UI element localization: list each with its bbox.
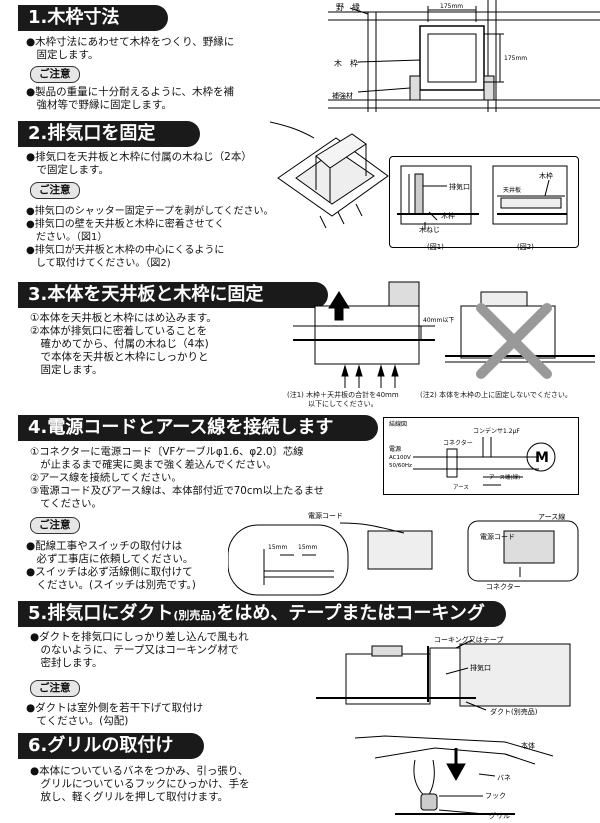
s2-label-mokuwaku: 木枠 bbox=[441, 211, 455, 220]
s3-dim-40mm: 40mm以下 bbox=[423, 317, 454, 324]
section-4-title: 4.電源コードとアース線を接続します bbox=[28, 417, 334, 438]
s4-dim-15mm-b: 15mm bbox=[298, 544, 317, 551]
section-1-header: 1.木枠寸法 bbox=[18, 5, 168, 31]
s5-duct-diagram: コーキング又はテープ 排気口 ダクト(別売品) bbox=[316, 635, 571, 716]
s2-caption-fig1: (図1) bbox=[427, 243, 444, 251]
s4-label-earth: アース bbox=[453, 484, 469, 491]
s5-label-haikiko: 排気口 bbox=[470, 663, 491, 672]
s4-bullet-1: ①コネクターに電源コード〔VFケーブルφ1.6、φ2.0〕芯線 が止まるまで確実… bbox=[30, 446, 325, 510]
s2-detail-box bbox=[389, 156, 579, 248]
section-5-header: 5.排気口にダクト(別売品)をはめ、テープまたはコーキング bbox=[18, 601, 506, 627]
s2-bullet-2: ●排気口のシャッター固定テープを剥がしてください。 ●排気口の壁を天井板と木枠に… bbox=[26, 206, 274, 269]
s1-dim-vertical: 175mm bbox=[504, 55, 527, 62]
s4-label-power: 電源 bbox=[389, 445, 401, 453]
s2-caption-fig2: (図2) bbox=[517, 243, 534, 251]
s4-label-hz: 50/60Hz bbox=[389, 463, 412, 469]
s2-label-mokuneji: 木ねじ bbox=[419, 225, 440, 234]
s2-label-haikiko: 排気口 bbox=[449, 182, 470, 191]
s5-bullet-2: ●ダクトは室外側を若干下げて取付け てください。(勾配) bbox=[26, 702, 204, 727]
s6-bullet-1: ●本体についているバネをつかみ、引っ張り、 グリルについているフックにひっかけ、… bbox=[30, 765, 250, 803]
s2-label-mokuwaku-2: 木枠 bbox=[539, 171, 553, 180]
s2-vent-install-diagram bbox=[270, 121, 389, 229]
s3-note-2: (注2) 本体を木枠の上に固定しないでください。 bbox=[420, 391, 572, 399]
s4-label-cord-2: 電源コード bbox=[480, 532, 515, 541]
s4-bullet-2: ●配線工事やスイッチの取付けは 必ず工事店に依頼してください。 ●スイッチは必ず… bbox=[26, 540, 196, 591]
section-2-title: 2.排気口を固定 bbox=[28, 123, 156, 144]
section-5-title-rest: をはめ、テープまたはコーキング bbox=[216, 603, 485, 624]
s3-note-1: (注1) 木枠＋天井板の合計を40mm 以下にしてください。 bbox=[287, 391, 399, 408]
s6-label-grill: グリル bbox=[489, 811, 510, 820]
s1-dim-horizontal: 175mm bbox=[440, 3, 463, 10]
s2-detail-figures: 排気口 木枠 木ねじ 木枠 天井板 (図1) (図2) bbox=[397, 165, 568, 251]
s1-label-nobuchi: 野 縁 bbox=[336, 2, 360, 12]
s4-label-connector: コネクター bbox=[443, 439, 473, 447]
section-5-title: 5.排気口にダクト bbox=[28, 603, 174, 624]
s1-bullet-1: ●木枠寸法にあわせて木枠をつくり、野縁に 固定します。 bbox=[26, 36, 235, 61]
s5-label-duct: ダクト(別売品) bbox=[490, 707, 538, 716]
s5-label-caulk: コーキング又はテープ bbox=[434, 635, 503, 644]
s1-frame-diagram: 野 縁 木 枠 補強材 175mm 175mm bbox=[328, 0, 600, 112]
s6-label-spring: バネ bbox=[497, 774, 511, 782]
section-6-title: 6.グリルの取付け bbox=[28, 735, 174, 756]
section-3-title: 3.本体を天井板と木枠に固定 bbox=[28, 284, 264, 305]
section-2-header: 2.排気口を固定 bbox=[18, 121, 200, 147]
section-1-title: 1.木枠寸法 bbox=[28, 7, 120, 28]
s1-label-mokuwaku: 木 枠 bbox=[334, 58, 358, 68]
s4-label-condenser: コンデンサ1.2μF bbox=[473, 427, 520, 435]
s6-label-body: 本体 bbox=[521, 741, 535, 750]
s4-cord-diagram: 電源コード 15mm 15mm アース線 電源コード コネクター bbox=[228, 511, 579, 596]
s4-label-wiring: 結線図 bbox=[389, 420, 407, 428]
s4-label-earth-wire: アース線 bbox=[538, 512, 565, 521]
s3-install-diagram: 40mm以下 bbox=[293, 281, 595, 388]
s4-label-earth-term: アース端(緑) bbox=[489, 473, 520, 481]
section-5-title-small: (別売品) bbox=[173, 609, 217, 622]
s5-bullet-1: ●ダクトを排気口にしっかり差し込んで風もれ のないように、テープ又はコーキング材… bbox=[30, 631, 249, 669]
s2-label-tenjoita: 天井板 bbox=[503, 186, 521, 194]
s2-bullet-1: ●排気口を天井板と木枠に付属の木ねじ（2本） で固定します。 bbox=[26, 151, 252, 176]
s4-wiring-diagram: 結線図 コンデンサ1.2μF コネクター 電源 AC100V 50/60Hz ア… bbox=[389, 420, 556, 491]
section-4-header: 4.電源コードとアース線を接続します bbox=[18, 415, 378, 441]
s4-wiring-box bbox=[383, 417, 579, 495]
s4-motor-symbol: M bbox=[535, 450, 549, 466]
s4-dim-15mm-a: 15mm bbox=[268, 544, 287, 551]
s6-grill-diagram: 本体 バネ フック グリル bbox=[355, 735, 554, 820]
s4-label-cord: 電源コード bbox=[308, 511, 343, 520]
section-3-header: 3.本体を天井板と木枠に固定 bbox=[18, 282, 328, 308]
s1-label-hokyouzai: 補強材 bbox=[332, 91, 353, 100]
s4-label-connector-2: コネクター bbox=[486, 582, 521, 591]
s3-bullet-1: ①本体を天井板と木枠にはめ込みます。 ②本体が排気口に密着していることを 確かめ… bbox=[30, 312, 217, 376]
s6-label-hook: フック bbox=[485, 792, 506, 800]
s1-caution-badge: ご注意 bbox=[30, 66, 80, 83]
s1-bullet-2: ●製品の重量に十分耐えるように、木枠を補 強材等で野縁に固定します。 bbox=[26, 86, 235, 111]
s5-caution-badge: ご注意 bbox=[30, 680, 80, 697]
section-6-header: 6.グリルの取付け bbox=[18, 733, 204, 759]
s4-label-ac: AC100V bbox=[389, 455, 411, 461]
s4-caution-badge: ご注意 bbox=[30, 517, 80, 534]
s2-caution-badge: ご注意 bbox=[30, 182, 80, 199]
